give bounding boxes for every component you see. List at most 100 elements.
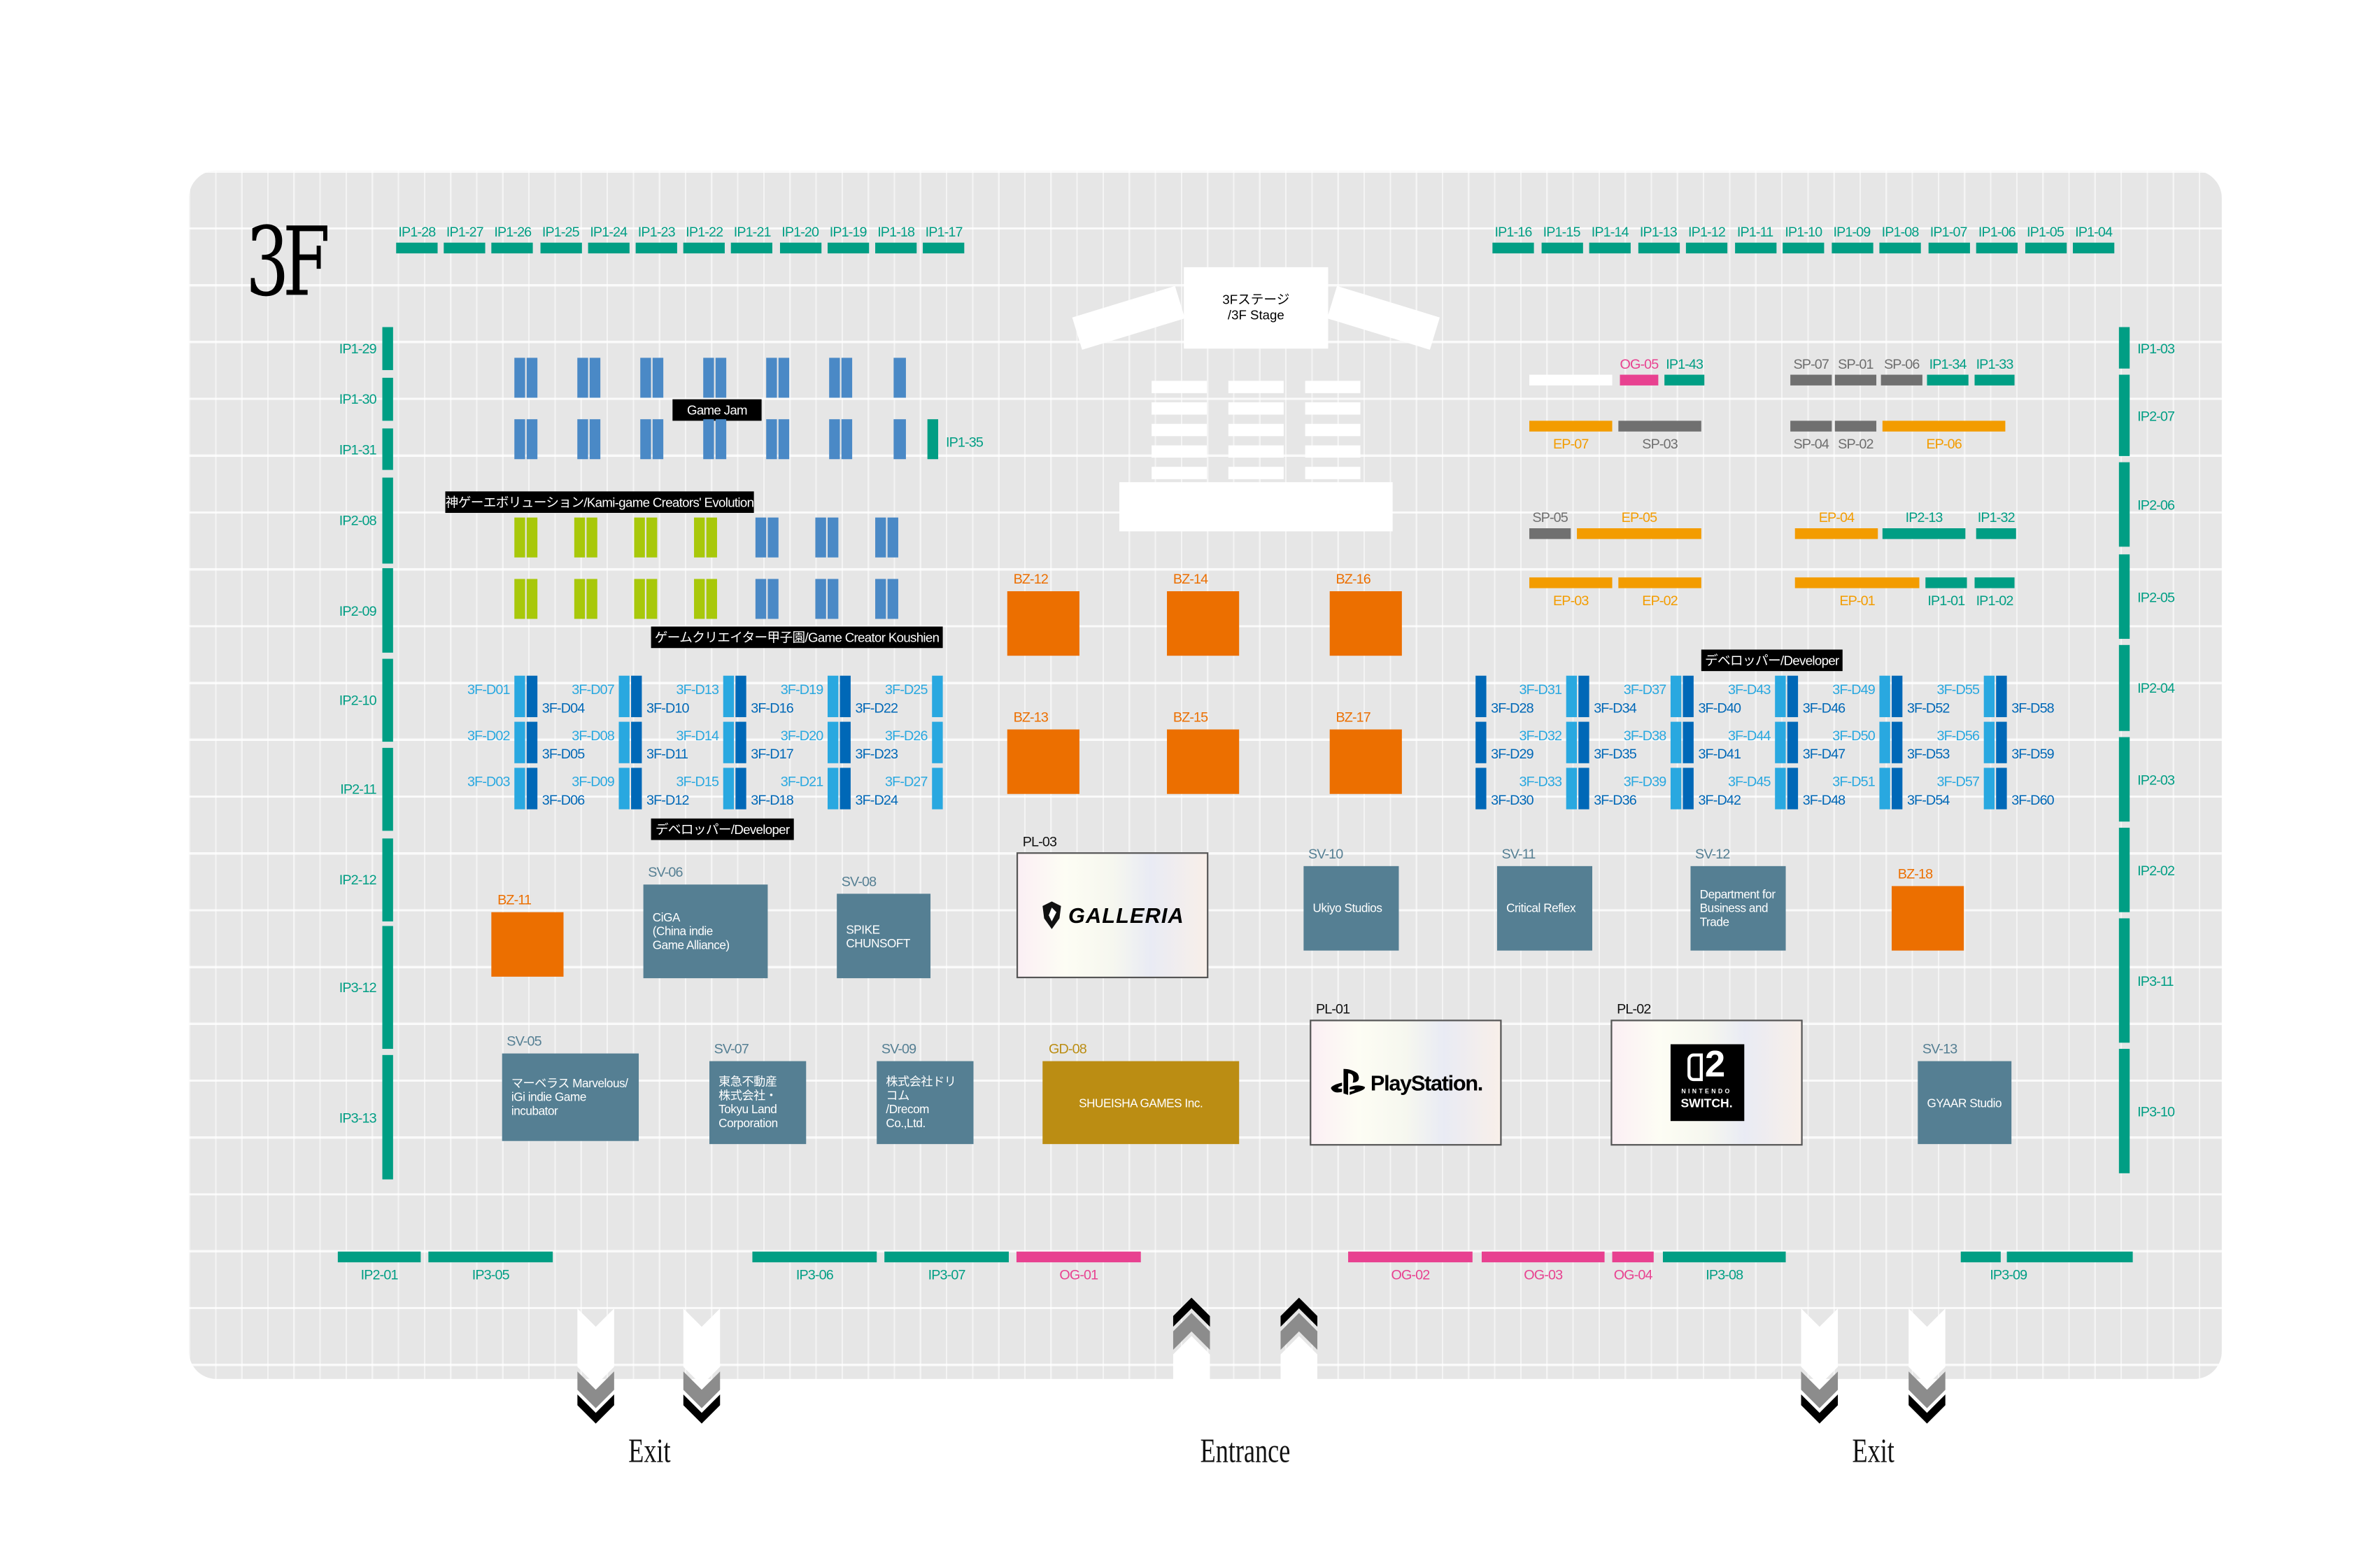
booth-sv-11[interactable]: Critical Reflex — [1496, 866, 1593, 951]
booth-ip1-24[interactable] — [588, 242, 630, 254]
developer-booth-3f-d06[interactable] — [526, 768, 538, 810]
game-jam-table[interactable] — [514, 419, 525, 460]
booth-ip1-20[interactable] — [779, 242, 821, 254]
developer-booth-3f-d19[interactable] — [827, 675, 839, 717]
booth-ip1-27[interactable] — [444, 242, 486, 254]
booth-sv-08[interactable]: SPIKE CHUNSOFT — [837, 893, 931, 979]
stage[interactable]: 3Fステージ /3F Stage — [1184, 267, 1329, 349]
exhibit-table[interactable] — [634, 579, 645, 619]
booth-ip1-09[interactable] — [1831, 242, 1873, 254]
booth-sv-13[interactable]: GYAAR Studio — [1918, 1061, 2012, 1145]
booth-ip1-13[interactable] — [1637, 242, 1680, 254]
booth-ip1-17[interactable] — [923, 242, 965, 254]
booth-ip1-18[interactable] — [875, 242, 917, 254]
exhibit-table[interactable] — [755, 517, 767, 558]
booth-ip2-13[interactable] — [1882, 528, 1966, 539]
booth-ip1-03[interactable] — [2118, 327, 2130, 369]
game-jam-table[interactable] — [640, 419, 651, 460]
booth-ip3-09[interactable] — [2006, 1251, 2133, 1263]
booth-ip1-07[interactable] — [1927, 242, 1969, 254]
booth-og-03[interactable] — [1481, 1251, 1605, 1263]
booth-galleria[interactable]: GALLERIA — [1016, 852, 1209, 979]
exhibit-table[interactable] — [887, 517, 898, 558]
booth-ip2-12[interactable] — [382, 838, 393, 921]
booth-playstation[interactable]: PlayStation. — [1310, 1019, 1502, 1146]
booth-ip3-07[interactable] — [884, 1251, 1009, 1263]
game-jam-table[interactable] — [577, 419, 588, 460]
booth-ep-01[interactable] — [1794, 577, 1920, 588]
developer-booth-3f-d20[interactable] — [827, 721, 839, 763]
booth-bz-13[interactable] — [1007, 729, 1079, 794]
booth-ep-06[interactable] — [1882, 421, 2006, 432]
booth-ip1-34[interactable] — [1927, 374, 1969, 386]
exhibit-table[interactable] — [815, 517, 826, 558]
developer-booth-3f-d45[interactable] — [1775, 768, 1786, 810]
developer-booth-3f-d39[interactable] — [1670, 768, 1682, 810]
booth-ip2-02[interactable] — [2118, 827, 2130, 912]
developer-booth-3f-d41[interactable] — [1683, 721, 1694, 763]
game-jam-table[interactable] — [829, 358, 840, 398]
developer-booth-3f-d55[interactable] — [1983, 675, 1995, 717]
exhibit-table[interactable] — [514, 517, 525, 558]
booth-ip2-04[interactable] — [2118, 644, 2130, 731]
booth-ep-05[interactable] — [1577, 528, 1701, 539]
booth-sp-07[interactable] — [1790, 374, 1832, 386]
booth-ip1-21[interactable] — [731, 242, 773, 254]
booth-ip1-30[interactable] — [382, 377, 393, 421]
booth-sv-07[interactable]: 東急不動産 株式会社・ Tokyu Land Corporation — [709, 1061, 807, 1145]
booth-ip1-43[interactable] — [1664, 374, 1705, 386]
developer-booth-3f-d33[interactable] — [1566, 768, 1578, 810]
developer-booth-3f-d54[interactable] — [1891, 768, 1903, 810]
booth-bz-15[interactable] — [1167, 729, 1240, 794]
exhibit-table[interactable] — [646, 517, 658, 558]
booth-ip1-08[interactable] — [1879, 242, 1921, 254]
booth-sv-05[interactable]: マーベラス Marvelous/ iGi indie Game incubato… — [502, 1053, 639, 1141]
exhibit-table[interactable] — [514, 579, 525, 619]
booth-sp-06[interactable] — [1880, 374, 1922, 386]
developer-booth-3f-d40[interactable] — [1683, 675, 1694, 717]
game-jam-table[interactable] — [829, 419, 840, 460]
developer-booth-3f-d05[interactable] — [526, 721, 538, 763]
developer-booth-3f-d17[interactable] — [735, 721, 746, 763]
developer-booth-3f-d35[interactable] — [1578, 721, 1589, 763]
game-jam-table[interactable] — [640, 358, 651, 398]
exhibit-table[interactable] — [586, 579, 597, 619]
developer-booth-3f-d18[interactable] — [735, 768, 746, 810]
exhibit-table[interactable] — [875, 579, 886, 619]
exhibit-table[interactable] — [827, 517, 839, 558]
booth-ip1-06[interactable] — [1976, 242, 2018, 254]
developer-booth-3f-d50[interactable] — [1879, 721, 1890, 763]
developer-booth-3f-d03[interactable] — [514, 768, 525, 810]
exhibit-table[interactable] — [586, 517, 597, 558]
exhibit-table[interactable] — [767, 579, 779, 619]
booth-sp-04[interactable] — [1790, 421, 1832, 432]
booth-og-04[interactable] — [1612, 1251, 1654, 1263]
developer-booth-3f-d58[interactable] — [1996, 675, 2007, 717]
exhibit-table[interactable] — [646, 579, 658, 619]
developer-booth-3f-d52[interactable] — [1891, 675, 1903, 717]
developer-booth-3f-d07[interactable] — [618, 675, 630, 717]
booth-ip1-33[interactable] — [1974, 374, 2015, 386]
booth-ip2-10[interactable] — [382, 658, 393, 742]
booth-ip3-10[interactable] — [2118, 1049, 2130, 1173]
exhibit-table[interactable] — [634, 517, 645, 558]
developer-booth-3f-d42[interactable] — [1683, 768, 1694, 810]
game-jam-table[interactable] — [652, 358, 664, 398]
exhibit-table[interactable] — [694, 517, 705, 558]
booth-ip2-11[interactable] — [382, 747, 393, 831]
exhibit-table[interactable] — [815, 579, 826, 619]
developer-booth-3f-d29[interactable] — [1475, 721, 1487, 763]
booth-bz-16[interactable] — [1329, 591, 1402, 656]
booth-ip1-29[interactable] — [382, 327, 393, 370]
booth-bz-12[interactable] — [1007, 591, 1079, 656]
developer-booth-3f-d14[interactable] — [723, 721, 735, 763]
game-jam-table[interactable] — [703, 419, 714, 460]
developer-booth-3f-d23[interactable] — [840, 721, 851, 763]
booth-ip3-09-annex[interactable] — [1960, 1251, 2001, 1263]
booth-ip1-35[interactable] — [927, 419, 939, 460]
booth-og-01[interactable] — [1016, 1251, 1141, 1263]
booth-ip3-12[interactable] — [382, 926, 393, 1050]
game-jam-table[interactable] — [589, 358, 601, 398]
game-jam-table[interactable] — [778, 419, 790, 460]
booth-shueisha-games[interactable]: SHUEISHA GAMES Inc. — [1042, 1061, 1240, 1145]
